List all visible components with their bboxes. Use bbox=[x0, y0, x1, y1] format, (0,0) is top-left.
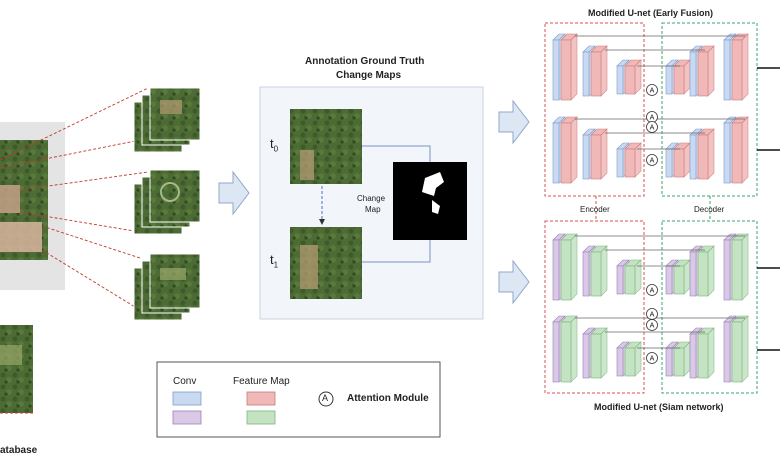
bottom-row2-enc1-feature bbox=[560, 315, 578, 383]
bottom-row2-enc3-feature bbox=[624, 341, 642, 377]
bottom-attention-1: A bbox=[646, 284, 658, 296]
legend-attention-symbol: A bbox=[322, 393, 329, 403]
flow-arrow-1 bbox=[218, 170, 250, 216]
top-encoder-box bbox=[544, 22, 645, 197]
top-row1-enc1-feature bbox=[560, 33, 578, 101]
svg-text:A: A bbox=[650, 125, 655, 132]
top-row2-dec2-feature bbox=[697, 128, 715, 180]
top-attention-1: A bbox=[646, 84, 658, 96]
bottom-row2-enc2-feature bbox=[590, 327, 608, 379]
top-row1-dec1-feature bbox=[673, 59, 691, 95]
legend bbox=[156, 361, 441, 438]
output-lines bbox=[757, 67, 780, 351]
decoder-label: Decoder bbox=[694, 205, 725, 214]
change-map-label-line2: Map bbox=[365, 205, 381, 214]
top-attention-2: A bbox=[646, 111, 658, 123]
ground-truth-title-line2: Change Maps bbox=[336, 70, 402, 81]
t0-label: t0 bbox=[270, 136, 279, 154]
crop-connector-lines bbox=[0, 87, 149, 311]
tile-stack-1 bbox=[133, 87, 201, 153]
svg-text:A: A bbox=[650, 323, 655, 330]
bottom-row2-dec3-feature bbox=[731, 315, 749, 383]
tile-stack-2 bbox=[133, 169, 201, 235]
legend-feature-green-swatch bbox=[246, 410, 276, 425]
bottom-attention-3: A bbox=[646, 319, 658, 331]
change-map-label-line1: Change bbox=[357, 194, 386, 203]
svg-text:A: A bbox=[650, 88, 655, 95]
ground-truth-panel bbox=[259, 86, 484, 320]
legend-attention-label: Attention Module bbox=[347, 393, 429, 404]
bottom-row1-enc1-feature bbox=[560, 233, 578, 301]
top-row1-dec3-feature bbox=[731, 33, 749, 101]
bottom-row1-enc2-feature bbox=[590, 245, 608, 297]
bottom-row1-enc3-feature bbox=[624, 259, 642, 295]
svg-text:A: A bbox=[650, 115, 655, 122]
t1-label: t1 bbox=[270, 252, 279, 270]
top-network-title: Modified U-net (Early Fusion) bbox=[588, 8, 713, 18]
top-attention-3: A bbox=[646, 121, 658, 133]
bottom-decoder-box bbox=[661, 220, 758, 394]
bottom-row1-dec2-feature bbox=[697, 245, 715, 297]
top-row2-enc3-feature bbox=[624, 142, 642, 178]
legend-conv-blue-swatch bbox=[172, 391, 202, 406]
legend-attention-icon bbox=[318, 391, 334, 407]
bottom-attention-2: A bbox=[646, 308, 658, 320]
legend-conv-purple-swatch bbox=[172, 410, 202, 425]
top-row2-enc2-feature bbox=[590, 128, 608, 180]
top-row2-dec1-feature bbox=[673, 142, 691, 178]
top-row1-enc3-feature bbox=[624, 59, 642, 95]
bottom-row2-dec2-feature bbox=[697, 327, 715, 379]
tile-stack-3 bbox=[133, 253, 201, 321]
bottom-encoder-box bbox=[544, 220, 645, 394]
top-row1-dec2-feature bbox=[697, 45, 715, 97]
top-row1-enc2-feature bbox=[590, 45, 608, 97]
flow-arrow-3 bbox=[498, 259, 530, 305]
database-caption: atabase bbox=[0, 445, 38, 456]
bottom-network-title: Modified U-net (Siam network) bbox=[594, 402, 724, 412]
flow-arrow-2 bbox=[498, 99, 530, 145]
encoder-label: Encoder bbox=[580, 205, 610, 214]
svg-text:A: A bbox=[650, 312, 655, 319]
top-attention-4: A bbox=[646, 154, 658, 166]
ground-truth-title-line1: Annotation Ground Truth bbox=[305, 56, 425, 67]
legend-feature-red-swatch bbox=[246, 391, 276, 406]
bottom-row1-dec3-feature bbox=[731, 233, 749, 301]
svg-text:A: A bbox=[650, 158, 655, 165]
legend-feature-map-label: Feature Map bbox=[233, 376, 290, 387]
svg-text:A: A bbox=[650, 356, 655, 363]
bottom-row1-dec1-feature bbox=[673, 259, 691, 295]
svg-text:A: A bbox=[650, 288, 655, 295]
bottom-row2-dec1-feature bbox=[673, 341, 691, 377]
legend-conv-label: Conv bbox=[173, 376, 197, 387]
bottom-attention-4: A bbox=[646, 352, 658, 364]
top-row2-dec3-feature bbox=[731, 116, 749, 184]
top-row2-enc1-feature bbox=[560, 116, 578, 184]
